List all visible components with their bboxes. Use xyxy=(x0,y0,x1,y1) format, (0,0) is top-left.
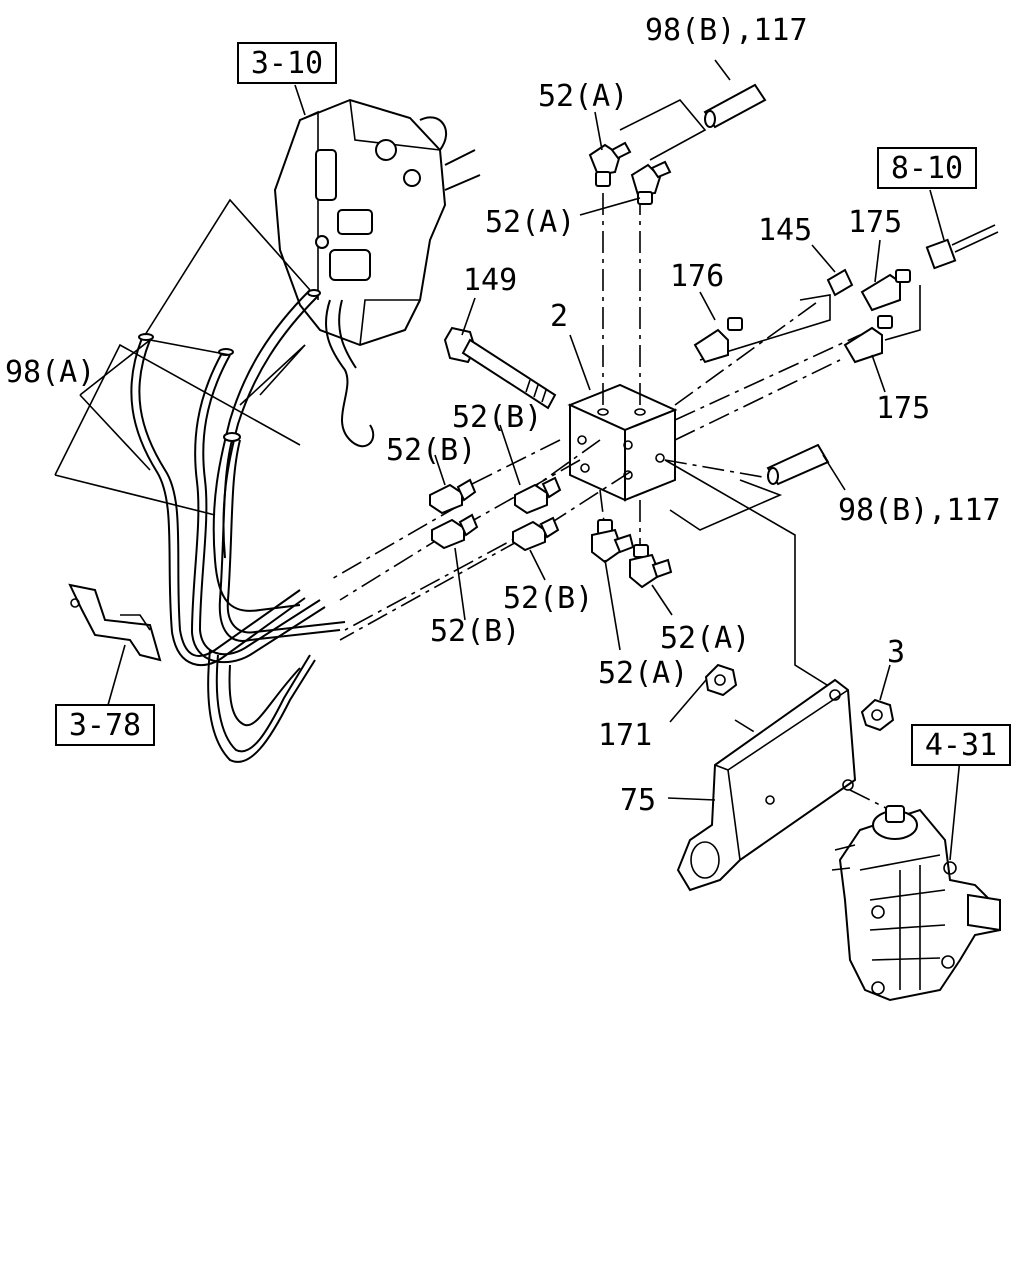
fitting-52b-lower-left xyxy=(431,513,479,550)
pipe-98b-right xyxy=(766,443,846,491)
bolt-149 xyxy=(443,326,557,410)
fitting-52b-upper-left xyxy=(429,478,477,515)
pipe-bundle-98a xyxy=(130,289,346,763)
ref-box-3-10: 3-10 xyxy=(237,42,337,84)
label-fitting-52b-2: 52(B) xyxy=(386,433,476,468)
ref-box-3-78: 3-78 xyxy=(55,704,155,746)
label-fitting-52b-1: 52(B) xyxy=(452,400,542,435)
ref-box-8-10: 8-10 xyxy=(877,147,977,189)
fitting-52a-bottom-left xyxy=(591,519,635,564)
pipe-outlines xyxy=(259,99,921,691)
label-fitting-52b-3: 52(B) xyxy=(503,581,593,616)
label-fitting-52a-2: 52(A) xyxy=(485,205,575,240)
label-pipe-98a: 98(A) xyxy=(5,355,95,390)
label-fitting-52a-1: 52(A) xyxy=(538,79,628,114)
pipe-98b-top xyxy=(703,59,767,129)
connector-8-10 xyxy=(925,189,999,270)
label-bolt-149: 149 xyxy=(463,263,517,298)
switch-175-bottom xyxy=(843,315,893,364)
ref-label-3-10: 3-10 xyxy=(251,46,323,81)
leader-98a xyxy=(54,198,311,516)
label-pipe-98b-117-top: 98(B),117 xyxy=(645,13,808,48)
ref-box-4-31: 4-31 xyxy=(911,724,1011,766)
nut-171 xyxy=(704,663,738,697)
label-fitting-52b-4: 52(B) xyxy=(430,614,520,649)
fitting-52b-lower-right xyxy=(512,516,560,552)
label-bracket-75: 75 xyxy=(620,783,656,818)
pressure-sensor-176 xyxy=(693,317,743,364)
bracket-75 xyxy=(676,678,857,892)
label-fitting-52a-3: 52(A) xyxy=(660,621,750,656)
label-part-145: 145 xyxy=(758,213,812,248)
label-nut-3: 3 xyxy=(887,635,905,670)
fitting-52a-top-left xyxy=(588,141,632,187)
switch-175-top xyxy=(860,269,911,312)
label-switch-175-top: 175 xyxy=(848,205,902,240)
label-nut-171: 171 xyxy=(598,718,652,753)
ref-label-8-10: 8-10 xyxy=(891,151,963,186)
master-cylinder-assembly xyxy=(273,98,481,448)
fitting-52b-upper-right xyxy=(514,476,562,515)
ref-label-4-31: 4-31 xyxy=(925,728,997,763)
label-part-176: 176 xyxy=(670,259,724,294)
leader-lines xyxy=(239,84,961,861)
label-pipe-98b-117-right: 98(B),117 xyxy=(838,493,1001,528)
plug-145 xyxy=(826,268,854,297)
ref-label-3-78: 3-78 xyxy=(69,708,141,743)
fitting-52a-bottom-right xyxy=(629,544,673,589)
fitting-52a-top-right xyxy=(630,160,672,205)
label-switch-175-bottom: 175 xyxy=(876,391,930,426)
injection-pump xyxy=(831,805,1001,1002)
label-fitting-52a-4: 52(A) xyxy=(598,656,688,691)
label-block-2: 2 xyxy=(550,299,568,334)
connection-lines xyxy=(329,180,891,811)
distribution-block xyxy=(567,383,678,502)
nut-3 xyxy=(860,698,895,732)
clip-part xyxy=(68,583,162,706)
